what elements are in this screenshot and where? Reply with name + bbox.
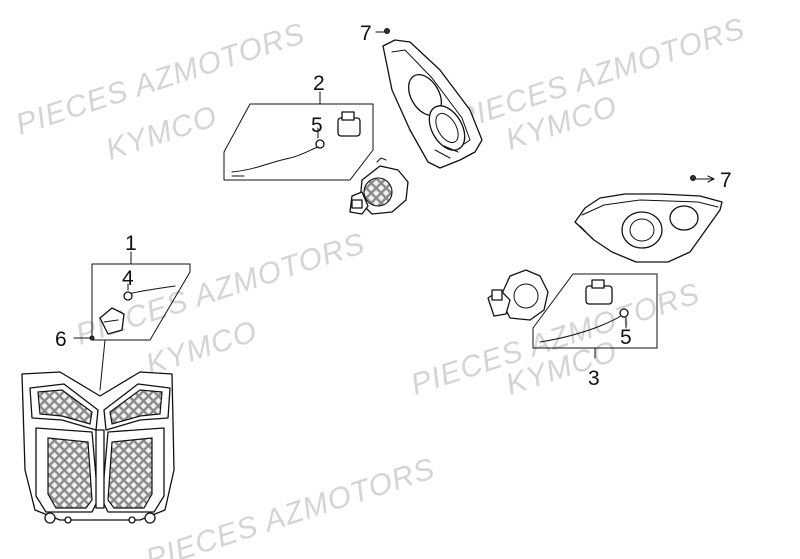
screw-6 — [73, 335, 95, 341]
screw-icon — [690, 175, 696, 181]
callout-labels: 7 2 5 7 1 4 6 5 3 — [55, 22, 732, 390]
callout-label: 4 — [122, 267, 134, 290]
callout-group-1 — [91, 251, 191, 341]
callout-label: 7 — [720, 169, 732, 192]
callout-group-2 — [223, 91, 374, 181]
callout-label: 6 — [55, 328, 67, 351]
watermark-text: PIECES AZMOTORS — [142, 452, 439, 559]
upper-lamp-housing — [382, 39, 483, 169]
arrow-icon — [707, 175, 715, 183]
callout-label: 5 — [620, 326, 632, 349]
right-lamp-housing — [574, 193, 723, 263]
callout-group-3 — [532, 273, 658, 359]
screw-icon — [384, 28, 390, 34]
front-grille-assembly — [21, 371, 175, 524]
callout-label: 5 — [311, 114, 323, 137]
callout-label: 3 — [588, 367, 600, 390]
callout-label: 1 — [125, 232, 137, 255]
callout-label: 2 — [313, 72, 325, 95]
upper-headlight-unit — [349, 157, 409, 215]
leader-line — [99, 339, 106, 391]
right-headlight-unit — [487, 269, 549, 321]
callout-label: 7 — [360, 22, 372, 45]
